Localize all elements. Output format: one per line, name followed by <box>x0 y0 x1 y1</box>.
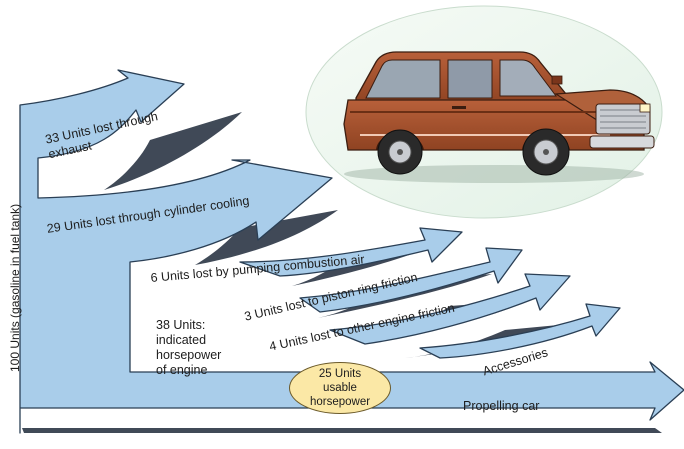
pumping-air-arrow <box>239 227 463 277</box>
input-label: 100 Units (gasoline in fuel tank) <box>8 203 22 372</box>
usable-horsepower-badge: 25 Units usable horsepower <box>289 362 391 414</box>
engine-friction-arrow <box>329 273 571 345</box>
car-illustration <box>343 51 655 183</box>
usable-horsepower-label: 25 Units usable horsepower <box>309 368 371 408</box>
accessories-arrow <box>419 303 621 359</box>
input-trunk-arrow <box>19 69 684 434</box>
propelling-car-label: Propelling car <box>463 399 540 413</box>
piston-friction-arrow <box>299 247 523 313</box>
indicated-horsepower-label: 38 Units: indicated horsepower of engine <box>156 318 222 377</box>
